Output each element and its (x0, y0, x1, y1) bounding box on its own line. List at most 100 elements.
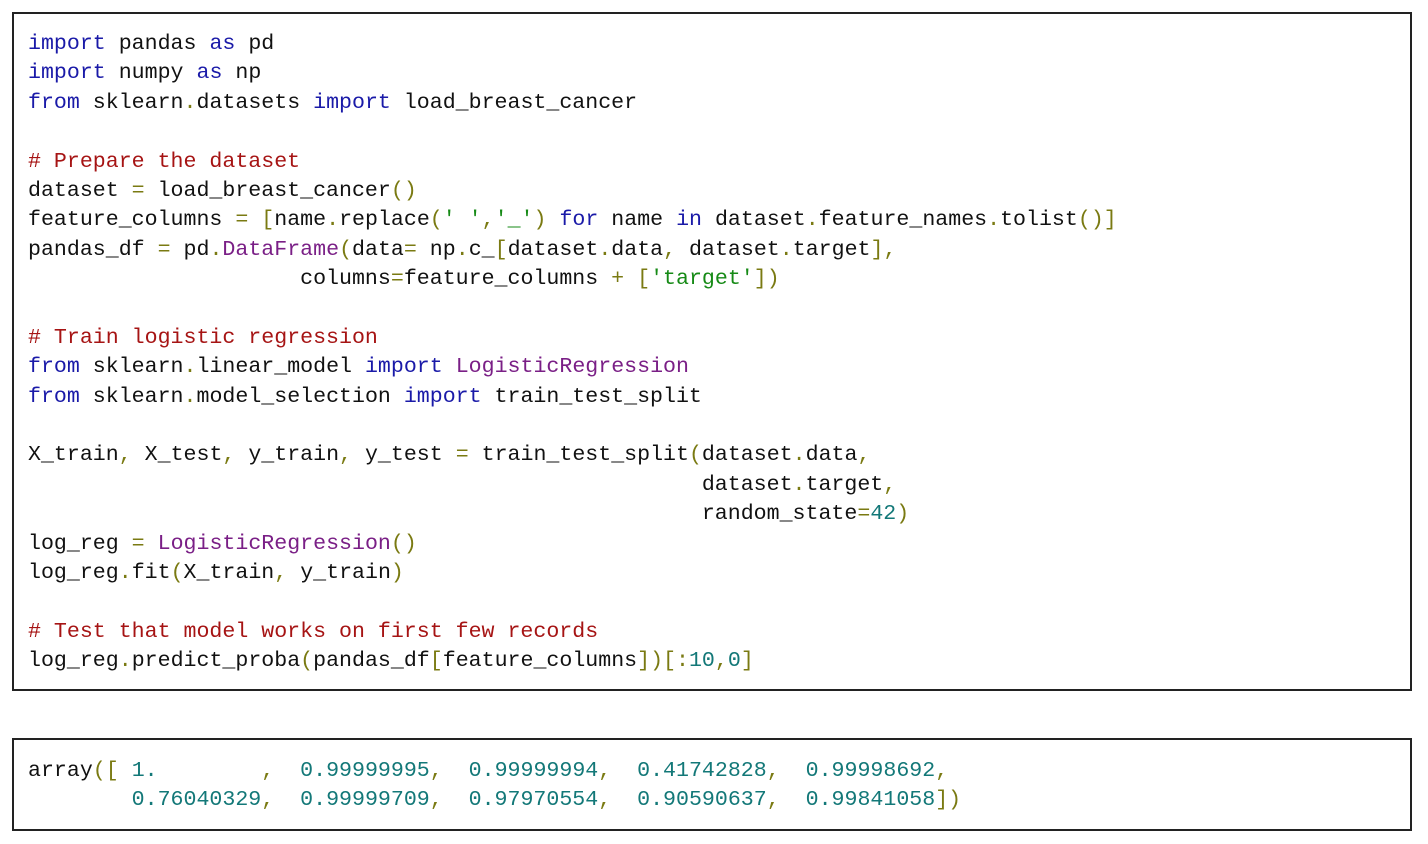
code-token (443, 355, 456, 379)
keyword-token: import (313, 90, 391, 115)
operator-token: . (987, 208, 1001, 233)
code-token (611, 788, 637, 812)
code-token: sklearn (79, 355, 184, 380)
code-token: feature_columns (442, 649, 638, 674)
operator-token: () (390, 178, 417, 203)
operator-token: , (766, 759, 780, 783)
code-token: columns (28, 267, 391, 292)
operator-token: , (222, 443, 236, 468)
operator-token: ()] (1077, 208, 1117, 233)
operator-token: . (792, 443, 806, 468)
code-token: np (222, 61, 262, 86)
operator-token: ]) (935, 788, 962, 813)
comment-token: # Prepare the dataset (28, 149, 301, 174)
code-line: dataset.target, (28, 471, 1410, 500)
code-token: np (416, 237, 456, 262)
keyword-token: import (28, 32, 106, 56)
operator-token: = (390, 267, 404, 292)
code-line: X_train, X_test, y_train, y_test = train… (28, 441, 1410, 470)
code-line: # Train logistic regression (28, 324, 1410, 353)
code-token: X_train (28, 443, 119, 468)
keyword-token: as (196, 61, 223, 86)
operator-token: ] (740, 649, 754, 674)
number-token: 0.97970554 (468, 788, 599, 813)
code-line: log_reg = LogisticRegression() (28, 530, 1410, 559)
string-token: 'target' (650, 267, 754, 292)
code-token: y_test (352, 443, 456, 468)
operator-token: . (779, 237, 793, 262)
operator-token: . (183, 384, 197, 409)
number-token: 0.41742828 (637, 759, 767, 783)
code-token: dataset (676, 237, 780, 262)
code-token: pd (170, 237, 210, 262)
operator-token: ) (896, 502, 910, 527)
code-line (28, 412, 1410, 441)
operator-token: ], (870, 237, 897, 262)
code-token: sklearn (79, 90, 184, 115)
operator-token: ]) (753, 267, 780, 292)
code-token: load_breast_cancer (144, 178, 391, 203)
operator-token: . (598, 237, 612, 262)
code-line: columns=feature_columns + ['target']) (28, 265, 1410, 294)
code-token: dataset (701, 443, 793, 468)
code-token: dataset (28, 178, 132, 203)
output-cell: array([ 1. , 0.99999995, 0.99999994, 0.4… (12, 738, 1412, 831)
code-token (274, 788, 300, 812)
code-token: X_test (131, 443, 223, 468)
operator-token: = (131, 531, 145, 556)
operator-token: . (455, 237, 469, 262)
number-token: 1. (131, 759, 262, 783)
code-token: pandas (105, 32, 210, 56)
code-token: linear_model (196, 355, 365, 380)
code-token: fit (131, 561, 171, 586)
keyword-token: for (559, 208, 599, 233)
number-token: 0.99999994 (468, 759, 599, 783)
output-line: array([ 1. , 0.99999995, 0.99999994, 0.4… (28, 757, 1410, 786)
operator-token: ( (688, 443, 702, 468)
code-line: # Test that model works on first few rec… (28, 618, 1410, 647)
code-token: load_breast_cancer (390, 90, 638, 115)
code-token: target (805, 472, 884, 497)
code-line: log_reg.fit(X_train, y_train) (28, 559, 1410, 588)
operator-token: . (183, 355, 197, 380)
code-token: target (792, 237, 871, 262)
operator-token: = (235, 208, 249, 233)
keyword-token: from (28, 384, 80, 409)
code-token: y_train (235, 443, 340, 468)
code-token (780, 788, 806, 812)
keyword-token: in (676, 208, 703, 233)
operator-token: = (157, 237, 171, 262)
code-token (145, 532, 158, 556)
comment-token: # Test that model works on first few rec… (28, 619, 599, 644)
operator-token: = (403, 237, 417, 262)
code-token: X_train (183, 561, 275, 586)
keyword-token: from (28, 90, 80, 115)
keyword-token: import (364, 355, 443, 380)
operator-token: , (714, 649, 728, 674)
code-token (28, 788, 132, 812)
code-token (443, 759, 469, 783)
keyword-token: from (28, 355, 80, 380)
operator-token: , (274, 561, 288, 586)
operator-token: , (261, 788, 275, 813)
operator-token: = (455, 443, 469, 468)
number-token: 42 (870, 502, 897, 527)
operator-token: , (339, 443, 353, 468)
code-token: replace (339, 208, 430, 233)
code-line: # Prepare the dataset (28, 148, 1410, 177)
code-token: pandas_df (313, 649, 430, 674)
code-token: array (28, 759, 93, 783)
operator-token: , (766, 788, 780, 813)
operator-token: ( (170, 561, 184, 586)
code-token: model_selection (196, 384, 404, 409)
operator-token: , (261, 759, 275, 783)
number-token: 0.99998692 (805, 759, 936, 783)
code-token: train_test_split (481, 384, 702, 409)
operator-token: = (857, 502, 871, 527)
code-token (780, 759, 806, 783)
code-line: import pandas as pd (28, 30, 1410, 59)
code-token: sklearn (79, 384, 184, 409)
code-token: pd (235, 32, 275, 56)
code-token: train_test_split (468, 443, 689, 468)
